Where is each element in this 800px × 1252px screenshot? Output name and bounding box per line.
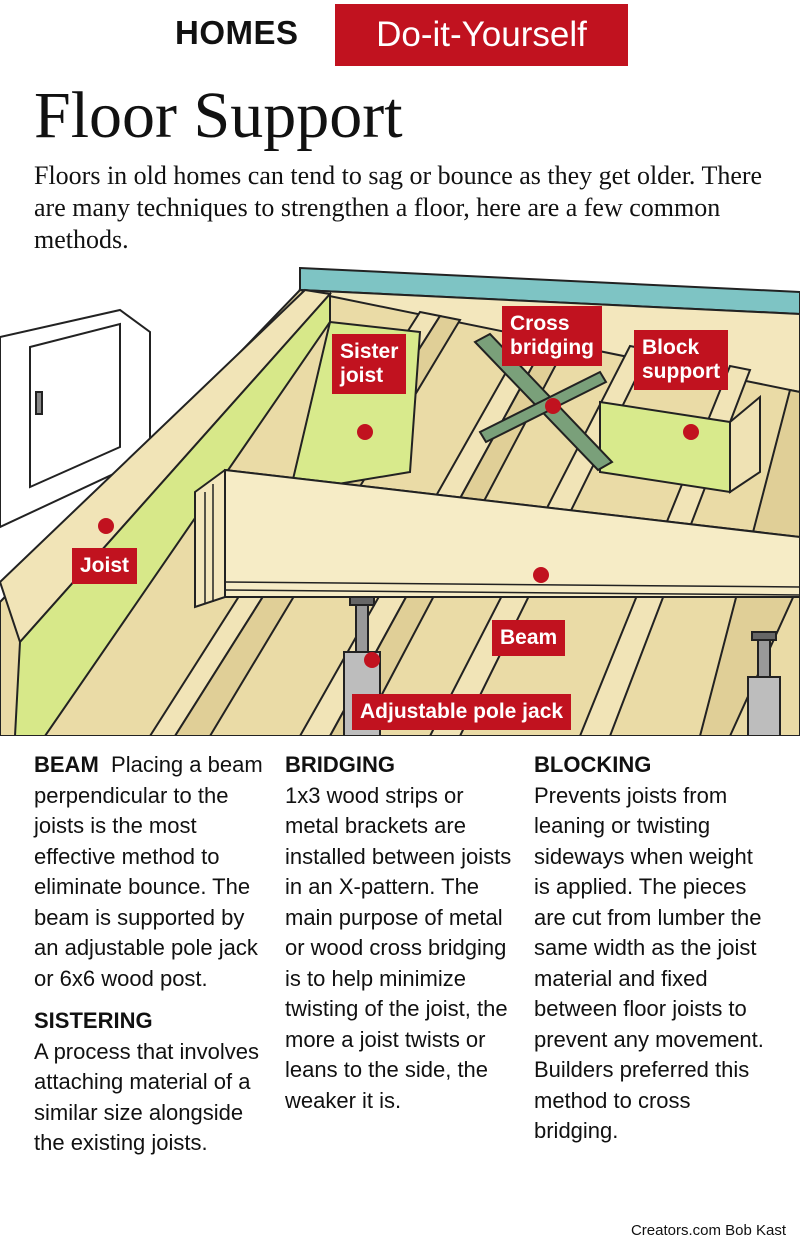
sister-joist-line-1: Sister: [340, 340, 399, 363]
floor-support-drawing: [0, 262, 800, 736]
intro-text: Floors in old homes can tend to sag or b…: [34, 161, 763, 254]
joist-label: Joist: [72, 548, 138, 584]
sister-joist-pin: [357, 424, 373, 440]
sister-joist-line-2: joist: [340, 364, 384, 387]
beam-pin: [533, 567, 549, 583]
cross-bridging-line-2: bridging: [510, 336, 594, 359]
sister-joist-label: Sister joist: [332, 334, 407, 394]
page-title: Floor Support: [34, 79, 403, 152]
cross-bridging-pin: [545, 398, 561, 414]
block-support-line-2: support: [642, 360, 721, 383]
blocking-heading: BLOCKING: [534, 752, 652, 777]
beam: [194, 468, 800, 609]
beam-body: Placing a beam perpendicular to the jois…: [34, 752, 263, 991]
cabinet: [0, 308, 151, 529]
joist-pin: [98, 518, 114, 534]
pole-jack-label: Adjustable pole jack: [352, 694, 572, 730]
subfloor: [299, 266, 800, 316]
sistering-heading: SISTERING: [34, 1008, 153, 1033]
block-support-label: Block support: [634, 330, 729, 390]
cross-bridging-line-1: Cross: [510, 312, 570, 335]
credit-line: Creators.com Bob Kast: [630, 1222, 786, 1239]
cross-bridging-label: Cross bridging: [502, 306, 602, 366]
bridging-heading: BRIDGING: [285, 752, 395, 777]
column-bridging: BRIDGING 1x3 wood strips or metal bracke…: [285, 750, 517, 1116]
section-label: HOMES: [175, 14, 299, 51]
text-columns: BEAM Placing a beam perpendicular to the…: [0, 736, 800, 1252]
block-support-pin: [683, 424, 699, 440]
beam-heading: BEAM: [34, 752, 99, 777]
bridging-body: 1x3 wood strips or metal brackets are in…: [285, 782, 512, 1113]
column-blocking: BLOCKING Prevents joists from leaning or…: [534, 750, 770, 1147]
pole-jack-pin: [364, 652, 380, 668]
sistering-body: A process that involves attaching materi…: [34, 1038, 260, 1156]
floor-illustration: Sister joist Cross bridging Block suppor…: [0, 262, 800, 736]
cross-bridging: [473, 332, 614, 472]
column-beam: BEAM Placing a beam perpendicular to the…: [34, 750, 268, 1159]
blocking-body: Prevents joists from leaning or twisting…: [534, 782, 764, 1144]
block-support-line-1: Block: [642, 336, 700, 359]
diy-banner: Do-it-Yourself: [335, 4, 628, 66]
header: HOMES Do-it-Yourself: [0, 0, 800, 70]
beam-label: Beam: [492, 620, 566, 656]
